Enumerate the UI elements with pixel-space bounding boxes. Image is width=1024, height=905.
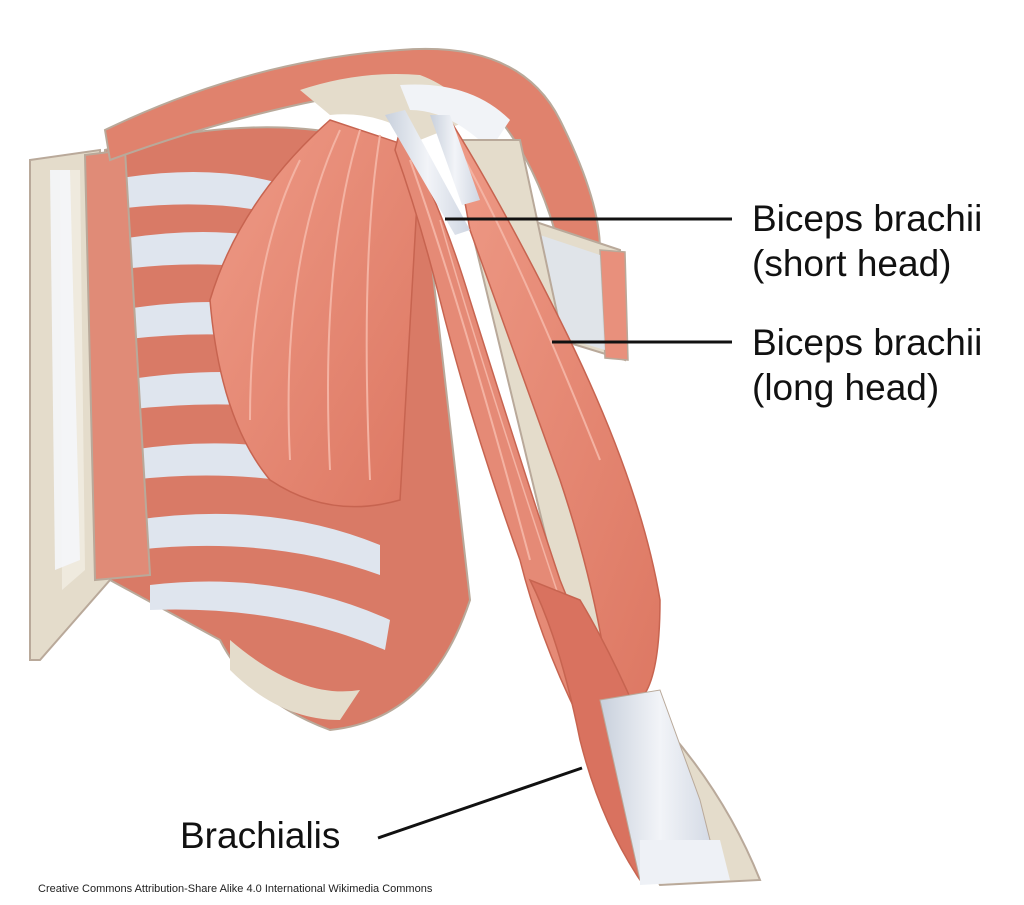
label-brachialis: Brachialis [180,815,341,856]
leader-line-brachialis [377,766,583,840]
distal-tendon [599,689,730,885]
clavicle-deltoid [103,47,602,251]
label-long-head-line1: Biceps brachii [752,322,983,363]
pectoral-muscle-fan [209,119,421,508]
proximal-tendons [385,110,480,235]
biceps-short-head [394,128,622,722]
costal-cartilage [50,148,152,582]
credit-text: Creative Commons Attribution-Share Alike… [38,883,433,895]
biceps-long-head [449,119,661,701]
label-short-head-line2: (short head) [752,243,952,284]
label-short-head-line1: Biceps brachii [752,198,983,239]
label-long-head-line2: (long head) [752,367,940,408]
